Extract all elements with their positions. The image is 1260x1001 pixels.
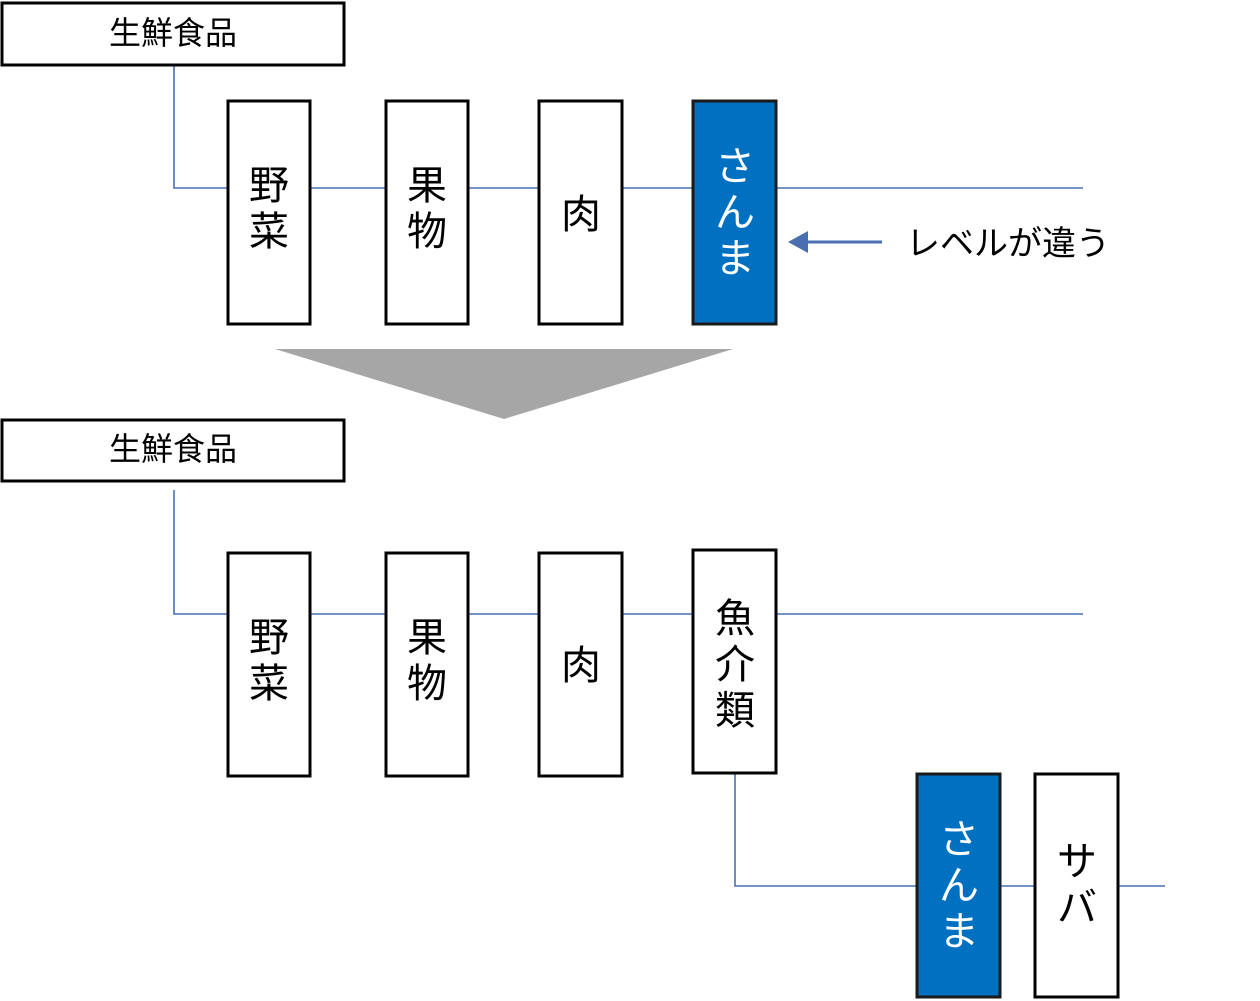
top-category-label-fruit: 果物 [407, 163, 447, 255]
vertical-label-char: 肉 [561, 643, 601, 689]
top-category-label-saury: さんま [715, 144, 755, 282]
top-category-label-meat: 肉 [561, 192, 601, 238]
vertical-label-char: 介 [715, 642, 755, 688]
vertical-label-char: 菜 [249, 661, 289, 707]
vertical-label-char: 果 [407, 615, 447, 661]
bottom-root-connector [173, 490, 228, 615]
bottom-root-label: 生鮮食品 [109, 430, 237, 468]
vertical-label-char: さ [939, 817, 979, 863]
top-category-box-vegetables [226, 99, 312, 326]
top-category-box-meat [537, 99, 624, 326]
level-mismatch-note: レベルが違う [906, 224, 1110, 264]
vertical-label-char: 物 [407, 661, 447, 707]
seafood-child-connector [734, 774, 917, 887]
bottom-category-label-vegetables: 野菜 [249, 615, 289, 707]
vertical-label-char: ま [939, 909, 979, 955]
transition-arrow-icon [275, 349, 733, 419]
vertical-label-char: さ [715, 144, 755, 190]
vertical-label-char: ん [939, 863, 979, 909]
top-root-label: 生鮮食品 [109, 14, 237, 52]
bottom-category-label-fruit: 果物 [407, 615, 447, 707]
bottom-category-box-fruit [384, 551, 470, 778]
top-category-box-saury [691, 99, 778, 326]
bottom-child-label-mackerel: サバ [1057, 839, 1097, 931]
bottom-category-box-seafood [691, 548, 778, 775]
top-category-box-fruit [384, 99, 470, 326]
vertical-label-char: 物 [407, 209, 447, 255]
top-category-label-vegetables: 野菜 [249, 163, 289, 255]
bottom-child-box-saury [915, 772, 1002, 999]
vertical-label-char: 果 [407, 163, 447, 209]
vertical-label-char: サ [1057, 839, 1097, 885]
bottom-root-box [0, 418, 346, 483]
top-root-connector [173, 66, 228, 189]
vertical-label-char: ま [715, 236, 755, 282]
bottom-category-box-vegetables [226, 551, 312, 778]
vertical-label-char: 菜 [249, 209, 289, 255]
top-hierarchy: 生鮮食品 野菜 果物 肉 さんま レベルが違う [0, 1, 1110, 326]
bottom-child-box-mackerel [1033, 772, 1120, 999]
vertical-label-char: 肉 [561, 192, 601, 238]
vertical-label-char: 魚 [715, 596, 755, 642]
top-root-box [0, 1, 346, 67]
vertical-label-char: 野 [249, 163, 289, 209]
bottom-category-box-meat [537, 551, 624, 778]
bottom-category-label-meat: 肉 [561, 643, 601, 689]
level-mismatch-arrow-icon [788, 231, 882, 253]
bottom-child-label-saury: さんま [939, 817, 979, 955]
bottom-category-label-seafood: 魚介類 [715, 596, 755, 734]
vertical-label-char: バ [1057, 885, 1097, 931]
vertical-label-char: 野 [249, 615, 289, 661]
vertical-label-char: ん [715, 190, 755, 236]
bottom-hierarchy: 生鮮食品 野菜 果物 肉 魚介類 さんま サバ [0, 418, 1165, 999]
vertical-label-char: 類 [715, 688, 755, 734]
